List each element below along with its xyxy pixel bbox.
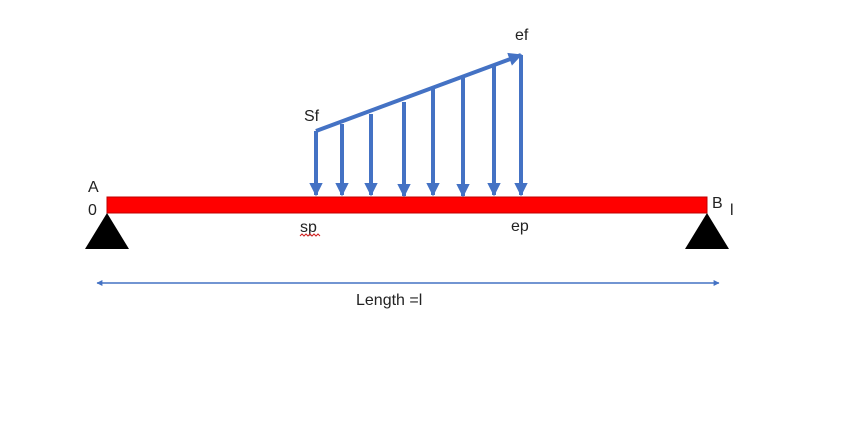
support-b-triangle-support-icon: [685, 213, 729, 249]
label-end-force: ef: [515, 27, 529, 44]
label-end-length: l: [730, 202, 734, 219]
label-start-force: Sf: [304, 108, 320, 125]
label-start-point: sp: [300, 219, 317, 236]
label-end-point: ep: [511, 218, 529, 235]
spellcheck-underline: [299, 233, 321, 237]
label-support-b: B: [712, 195, 723, 212]
distributed-load-arrows: [309, 55, 528, 198]
label-origin: 0: [88, 202, 97, 219]
support-a-triangle-support-icon: [85, 213, 129, 249]
label-support-a: A: [88, 179, 99, 196]
beam: [106, 196, 708, 214]
label-length: Length =l: [356, 292, 422, 309]
load-envelope-arrow: [315, 52, 523, 133]
